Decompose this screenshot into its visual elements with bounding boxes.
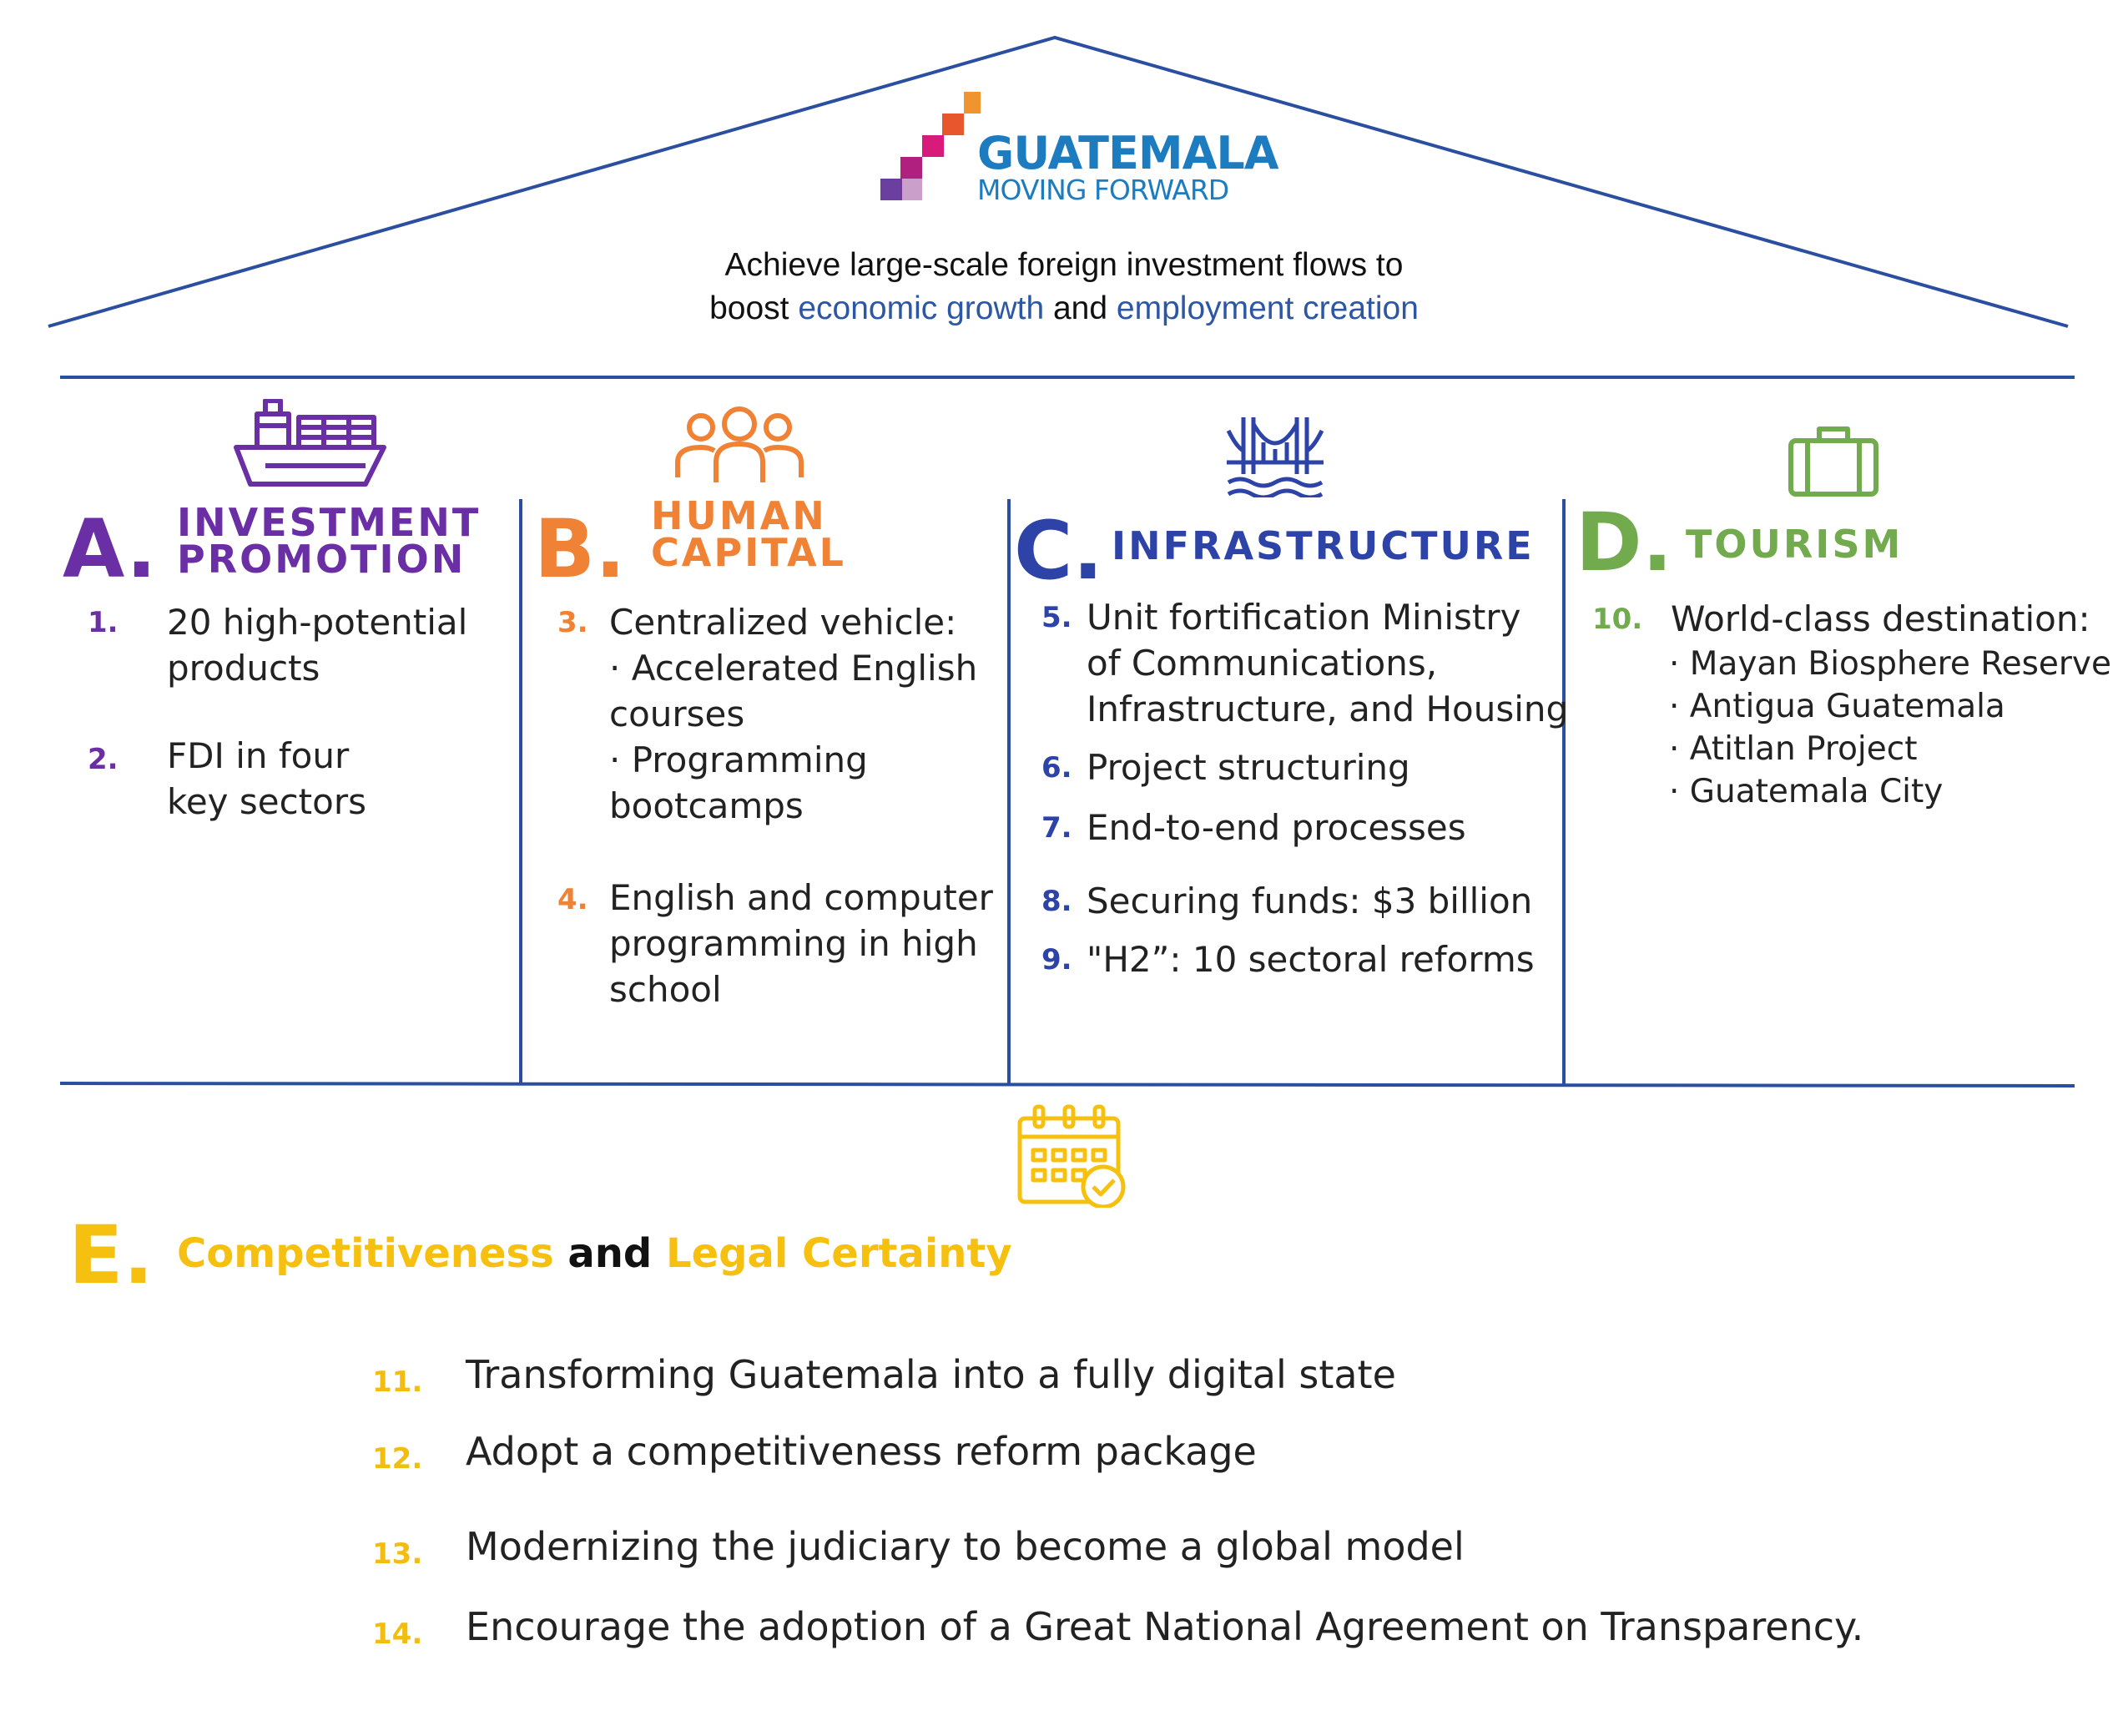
goal-highlight-employment: employment creation — [1116, 290, 1419, 326]
pillar-a-letter: A. — [63, 502, 157, 596]
item-3-text: Centralized vehicle: · Accelerated Engli… — [609, 602, 978, 826]
item-7-number: 7. — [1041, 811, 1072, 845]
logo-subtitle: MOVING FORWARD — [977, 174, 1229, 206]
calendar-check-icon — [1017, 1104, 1126, 1208]
pillar-d-letter: D. — [1576, 496, 1673, 589]
pillar-b-letter: B. — [534, 502, 626, 596]
roof-line — [48, 35, 2069, 328]
tourism-destinations-list: · Mayan Biosphere Reserve · Antigua Guat… — [1669, 643, 2111, 813]
item-12-number: 12. — [372, 1442, 423, 1476]
item-6-text: Project structuring — [1087, 747, 1410, 788]
item-8-number: 8. — [1041, 885, 1072, 918]
item-2-number: 2. — [88, 743, 119, 776]
list-item: · Antigua Guatemala — [1669, 688, 2005, 725]
item-11-number: 11. — [372, 1365, 423, 1399]
goal-line-1: Achieve large-scale foreign investment f… — [724, 247, 1404, 283]
list-item: · Mayan Biosphere Reserve — [1669, 645, 2112, 683]
section-e-letter: E. — [68, 1209, 154, 1302]
goal-statement: Achieve large-scale foreign investment f… — [542, 244, 1586, 331]
item-6-number: 6. — [1041, 751, 1072, 785]
item-5-number: 5. — [1041, 601, 1072, 634]
section-e-title: Competitiveness and Legal Certainty — [177, 1230, 1012, 1277]
pillar-a-title: INVESTMENT PROMOTION — [177, 500, 482, 582]
list-item: · Guatemala City — [1669, 773, 1944, 810]
item-8-text: Securing funds: $3 billion — [1087, 881, 1533, 921]
logo-title: GUATEMALA — [977, 127, 1279, 179]
item-12-text: Adopt a competitiveness reform package — [466, 1429, 1257, 1474]
item-7-text: End-to-end processes — [1087, 807, 1466, 848]
logo: GUATEMALA MOVING FORWARD — [880, 92, 1279, 206]
item-1-text: 20 high-potential products — [167, 602, 468, 689]
pillar-d-title: TOURISM — [1686, 522, 1904, 567]
cargo-ship-icon — [234, 399, 386, 487]
goal-line-2: boost economic growth and employment cre… — [709, 290, 1419, 326]
bridge-icon — [1226, 417, 1324, 497]
item-10-number: 10. — [1592, 603, 1643, 636]
item-14-number: 14. — [372, 1617, 423, 1651]
item-14-text: Encourage the adoption of a Great Nation… — [466, 1604, 1864, 1649]
list-item: · Atitlan Project — [1669, 730, 1918, 768]
item-13-text: Modernizing the judiciary to become a gl… — [466, 1524, 1465, 1569]
suitcase-icon — [1788, 426, 1878, 497]
pillar-b-title: HUMAN CAPITAL — [651, 493, 846, 575]
bottom-beam — [59, 1082, 2075, 1088]
item-9-number: 9. — [1041, 943, 1072, 976]
item-4-number: 4. — [557, 883, 588, 916]
item-2-text: FDI in four key sectors — [167, 735, 366, 822]
logo-mark-icon — [880, 92, 981, 200]
goal-highlight-growth: economic growth — [798, 290, 1045, 326]
pillar-c-title: INFRASTRUCTURE — [1112, 523, 1535, 568]
people-group-icon — [675, 406, 804, 482]
item-4-text: English and computer programming in high… — [609, 877, 993, 1010]
item-13-number: 13. — [372, 1537, 423, 1571]
item-1-number: 1. — [88, 606, 119, 639]
item-3-number: 3. — [557, 606, 588, 639]
item-5-text: Unit fortification Ministry of Communica… — [1087, 597, 1569, 729]
item-10-text: World-class destination: — [1671, 598, 2090, 639]
pillar-c-letter: C. — [1014, 504, 1103, 598]
item-9-text: "H2”: 10 sectoral reforms — [1087, 939, 1535, 980]
item-11-text: Transforming Guatemala into a fully digi… — [466, 1352, 1396, 1397]
